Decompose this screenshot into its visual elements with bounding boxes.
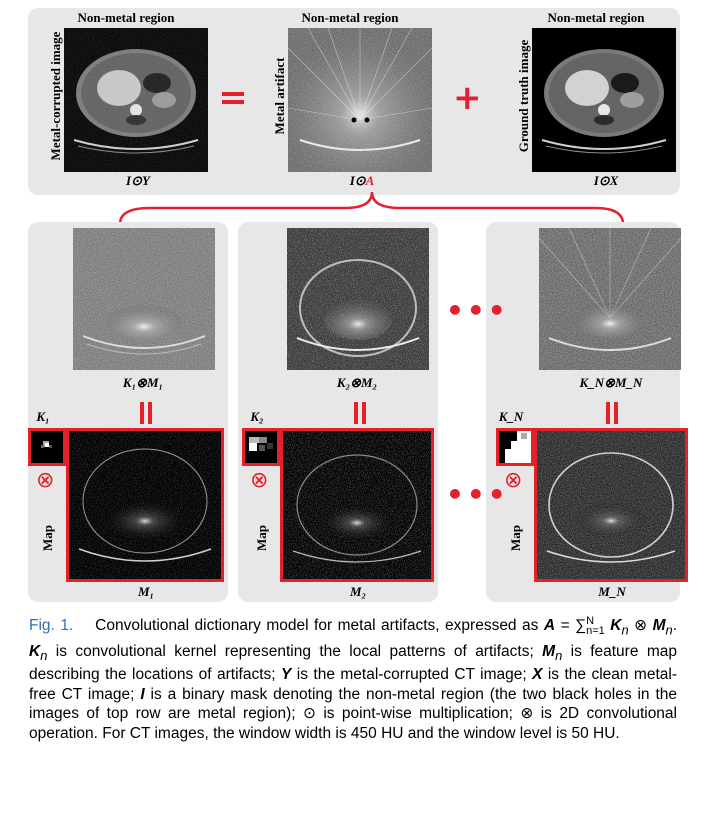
middle-formula-prefix: I⊙ — [349, 173, 366, 188]
map-name-n: M_N — [598, 584, 626, 599]
ellipsis-top: ••• — [446, 294, 509, 327]
figure-caption: Fig. 1. Convolutional dictionary model f… — [29, 612, 677, 743]
caption-sum-sup: N — [586, 615, 595, 627]
convolution-operator-2: ⊗ — [250, 468, 269, 493]
caption-text-4: is feature map describing the locations … — [29, 642, 677, 684]
caption-Mn-2: M — [542, 642, 556, 660]
plus-operator: + — [453, 78, 482, 118]
caption-sub-n-3: n — [40, 647, 48, 663]
caption-text-2: . — [672, 617, 678, 635]
artifact-component-2 — [287, 228, 429, 370]
feature-map-2 — [280, 428, 434, 582]
caption-Kn-2: K — [29, 642, 41, 660]
right-header: Non-metal region — [547, 10, 645, 25]
caption-I: I — [140, 685, 145, 703]
kernel-2 — [242, 428, 280, 466]
equals-vertical-n — [604, 402, 620, 424]
equals-vertical-2 — [352, 402, 368, 424]
metal-corrupted-ct-image — [64, 28, 208, 172]
feature-map-1 — [66, 428, 224, 582]
ellipsis-bottom: ••• — [446, 478, 509, 511]
middle-formula-symbol: A — [365, 173, 375, 188]
product-label-1: K₁⊗M₁ — [122, 375, 164, 390]
map-label-2: Map — [254, 525, 269, 551]
caption-text-3: is convolutional kernel representing the… — [47, 642, 543, 660]
right-side-label: Ground truth image — [516, 39, 531, 153]
artifact-component-1 — [73, 228, 215, 370]
left-side-label: Metal-corrupted image — [48, 31, 63, 161]
convolution-operator-n: ⊗ — [504, 468, 523, 493]
convolution-operator-1: ⊗ — [36, 468, 55, 493]
kernel-n — [496, 428, 534, 466]
kernel-1 — [28, 428, 66, 466]
left-formula: I⊙Y — [126, 173, 150, 188]
caption-otimes: ⊗ — [628, 617, 653, 635]
product-label-2: K₂⊗M₂ — [336, 375, 378, 390]
caption-sub-n-2: n — [665, 622, 673, 638]
caption-sub-n-1: n — [621, 622, 629, 638]
map-label-n: Map — [508, 525, 523, 551]
caption-Y: Y — [281, 666, 292, 684]
map-name-2: M₂ — [349, 584, 367, 599]
kernel-label-n: K_N — [498, 409, 524, 424]
caption-X: X — [532, 666, 543, 684]
kernel-label-1: K₁ — [36, 409, 50, 424]
caption-eq: = ∑ — [555, 617, 587, 635]
caption-text-6: is the clean metal-free CT image; — [29, 666, 677, 703]
equals-operator — [222, 90, 244, 106]
left-header: Non-metal region — [77, 10, 175, 25]
map-name-1: M₁ — [137, 584, 155, 599]
caption-text-7: is a binary mask denoting the non-metal … — [29, 685, 677, 742]
red-brace — [118, 191, 625, 225]
caption-Kn: K — [610, 617, 622, 635]
equals-vertical-1 — [138, 402, 154, 424]
caption-sub-n-4: n — [555, 647, 563, 663]
right-formula: I⊙X — [593, 173, 619, 188]
metal-artifact-image — [288, 28, 432, 172]
middle-header: Non-metal region — [301, 10, 399, 25]
ground-truth-ct-image — [532, 28, 676, 172]
figure-label: Fig. 1. — [29, 617, 74, 635]
caption-text-5: is the metal-corrupted CT image; — [291, 666, 533, 684]
middle-side-label: Metal artifact — [272, 57, 287, 135]
kernel-label-2: K₂ — [250, 409, 264, 424]
feature-map-n — [534, 428, 688, 582]
caption-Mn: M — [652, 617, 666, 635]
caption-A: A — [543, 617, 556, 635]
caption-text-1: Convolutional dictionary model for metal… — [95, 617, 544, 635]
caption-sum-sub: n=1 — [586, 625, 605, 638]
map-label-1: Map — [40, 525, 55, 551]
middle-formula: I⊙A — [332, 173, 392, 189]
product-label-n: K_N⊗M_N — [579, 375, 643, 390]
artifact-component-n — [539, 228, 681, 370]
